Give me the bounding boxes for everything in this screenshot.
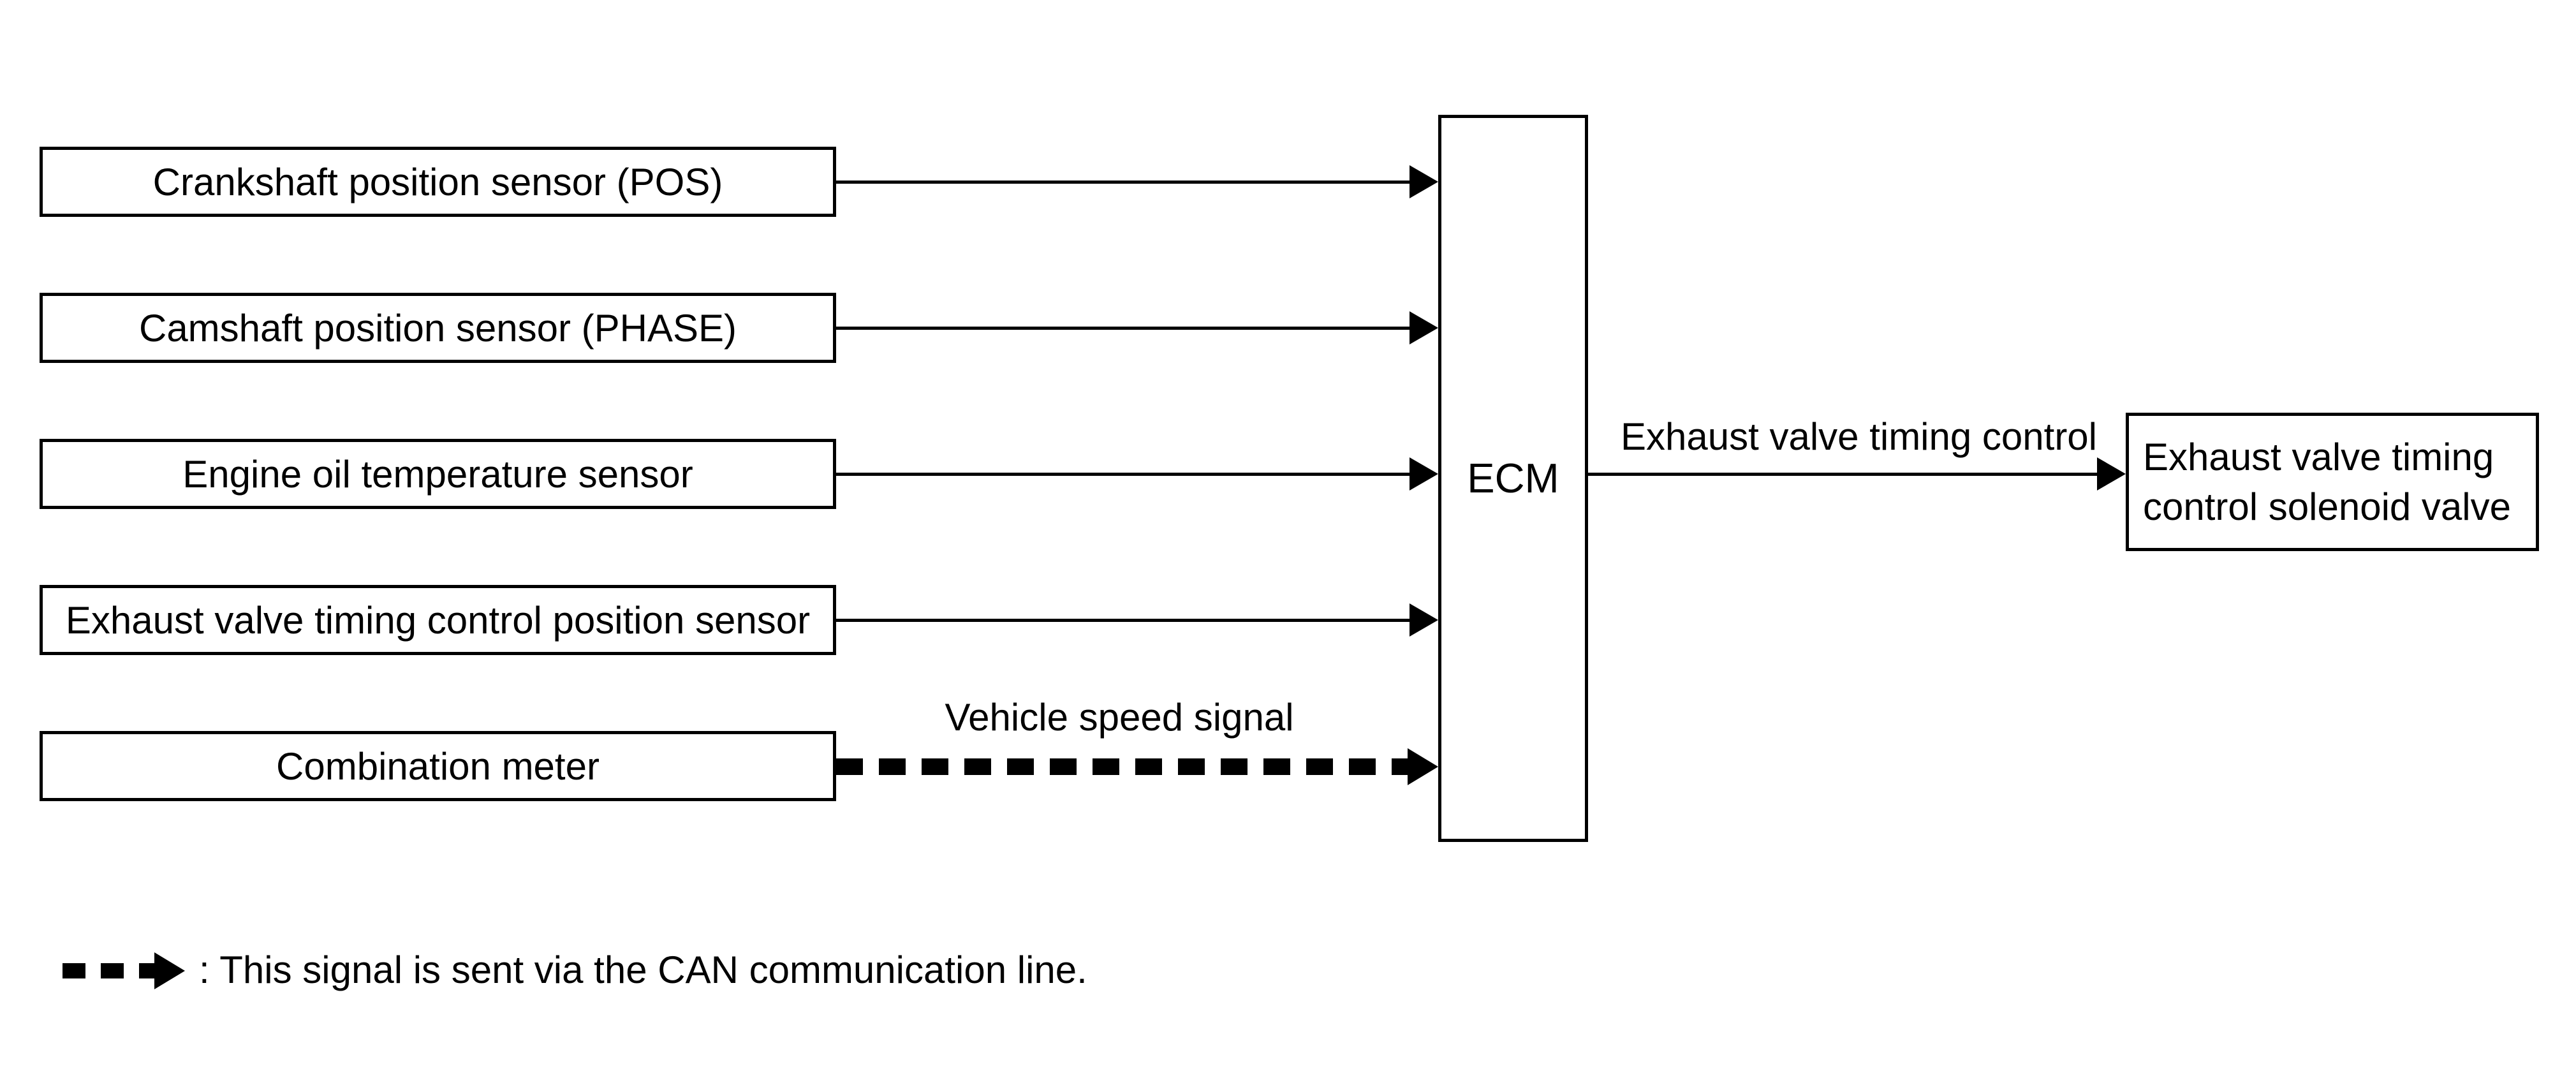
arrow-line [836, 473, 1409, 476]
input-box-engine-oil-temperature-sensor: Engine oil temperature sensor [40, 439, 836, 509]
arrow-head-icon [1408, 748, 1438, 785]
arrow-head-icon [2097, 457, 2126, 491]
target-box-label-line1: Exhaust valve timing [2143, 435, 2494, 478]
input-box-label: Camshaft position sensor (PHASE) [138, 306, 737, 350]
input-box-camshaft-position-sensor: Camshaft position sensor (PHASE) [40, 293, 836, 363]
legend-dashed-line [63, 963, 154, 978]
can-dashed-line [836, 758, 1408, 775]
arrow-line [1588, 473, 2099, 476]
arrow-head-icon [1409, 457, 1438, 491]
arrow-line [836, 619, 1409, 622]
arrow-line [836, 181, 1409, 184]
input-box-exhaust-valve-timing-control-position-sensor: Exhaust valve timing control position se… [40, 585, 836, 655]
target-box-exhaust-valve-timing-control-solenoid-valve: Exhaust valve timing control solenoid va… [2126, 413, 2539, 551]
input-box-label: Combination meter [276, 744, 600, 788]
input-box-crankshaft-position-sensor: Crankshaft position sensor (POS) [40, 147, 836, 217]
ecm-box: ECM [1438, 115, 1588, 842]
arrow-head-icon [1409, 311, 1438, 344]
target-box-label-line2: control solenoid valve [2143, 485, 2512, 528]
arrow-line [836, 327, 1409, 330]
arrow-head-icon [1409, 603, 1438, 637]
input-box-combination-meter: Combination meter [40, 731, 836, 801]
input-box-label: Engine oil temperature sensor [182, 452, 693, 496]
input-box-label: Exhaust valve timing control position se… [65, 598, 811, 642]
ecm-label: ECM [1467, 454, 1559, 501]
input-box-label: Crankshaft position sensor (POS) [152, 160, 723, 203]
can-legend-text: : This signal is sent via the CAN commun… [199, 948, 1087, 991]
arrow-head-icon [1409, 165, 1438, 198]
exhaust-valve-timing-control-label: Exhaust valve timing control [1620, 415, 2097, 458]
legend-arrow-head-icon [154, 952, 185, 989]
vehicle-speed-signal-label: Vehicle speed signal [945, 696, 1294, 739]
